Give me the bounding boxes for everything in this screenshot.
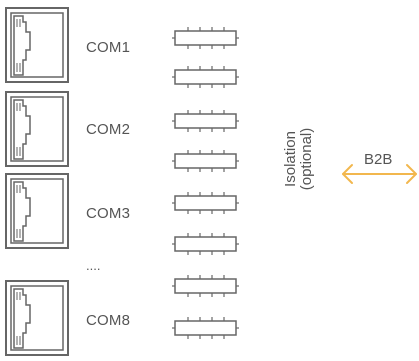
- isolation-relay-icon: [172, 190, 239, 216]
- rj45-port-icon: [5, 173, 69, 249]
- ellipsis-text: ....: [86, 258, 101, 273]
- isolation-relay-icon: [172, 64, 239, 90]
- b2b-label: B2B: [364, 151, 393, 168]
- isolation-relay-icon: [172, 108, 239, 134]
- com3-label: COM3: [86, 205, 131, 222]
- isolation-relay-icon: [172, 231, 239, 257]
- isolation-relay-icon: [172, 148, 239, 174]
- double-arrow-icon: [340, 162, 419, 186]
- isolation-label: Isolation (optional): [267, 96, 331, 222]
- isolation-line2: (optional): [298, 127, 315, 191]
- rj45-port-icon: [5, 280, 69, 356]
- rj45-port-icon: [5, 7, 69, 83]
- isolation-relay-icon: [172, 273, 239, 299]
- rj45-port-icon: [5, 91, 69, 167]
- isolation-relay-icon: [172, 315, 239, 341]
- isolation-text: Isolation (optional): [282, 127, 315, 191]
- com1-label: COM1: [86, 39, 131, 56]
- isolation-relay-icon: [172, 25, 239, 51]
- isolation-line1: Isolation: [282, 131, 299, 187]
- com8-label: COM8: [86, 312, 131, 329]
- com2-label: COM2: [86, 121, 131, 138]
